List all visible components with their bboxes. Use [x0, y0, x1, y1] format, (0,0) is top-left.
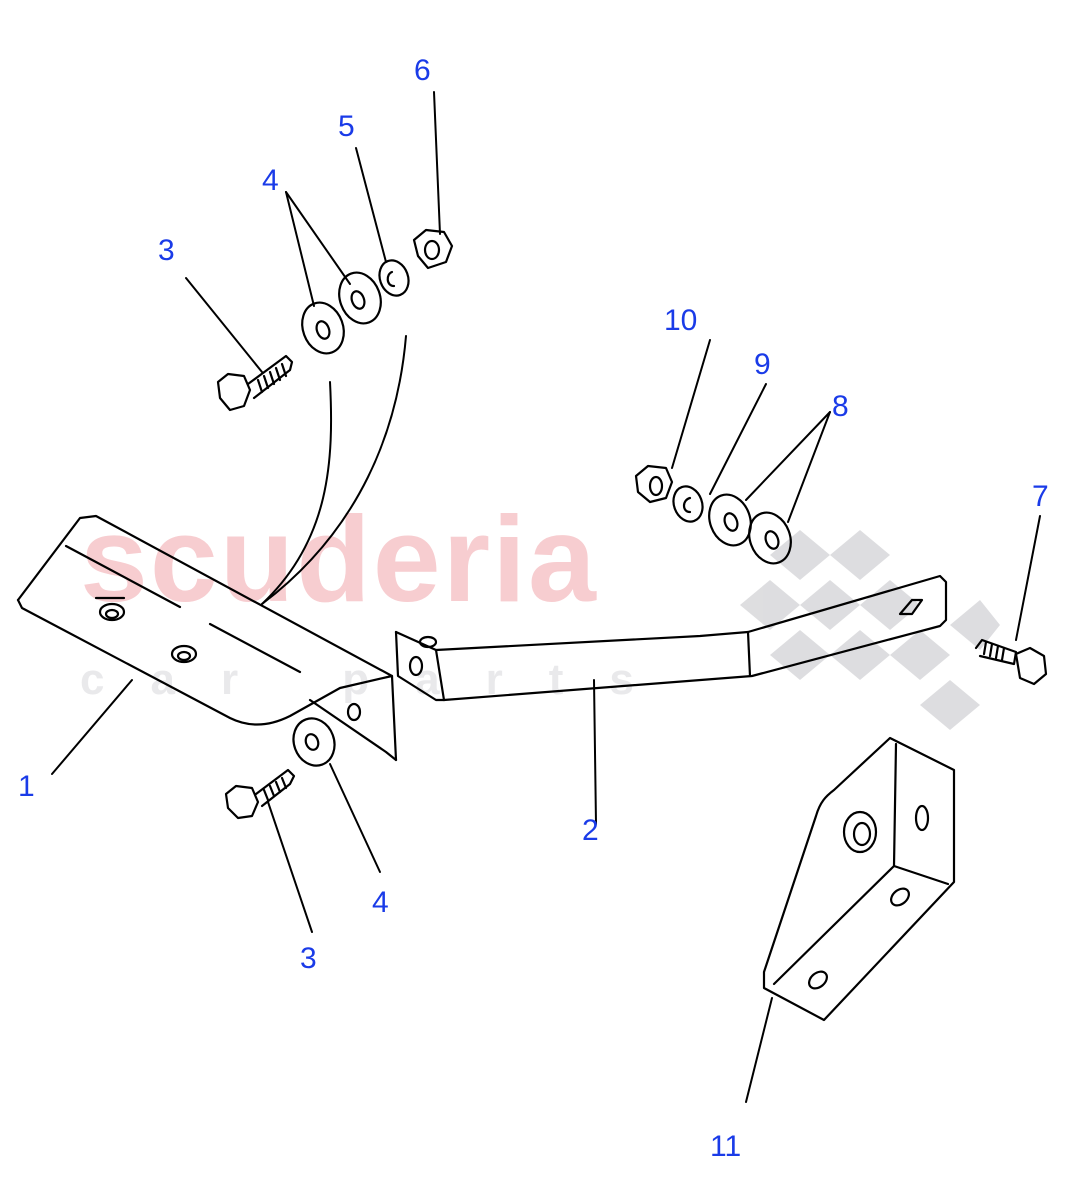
bolt-lower-part [224, 768, 296, 820]
washers-upper-part [301, 271, 382, 355]
spring-washer-upper-part [378, 259, 410, 297]
callout-4-upper[interactable]: 4 [262, 164, 279, 197]
callout-2[interactable]: 2 [582, 814, 599, 847]
washer-lower-part [292, 717, 336, 767]
callout-7[interactable]: 7 [1032, 480, 1049, 513]
callout-9[interactable]: 9 [754, 348, 771, 381]
callout-6[interactable]: 6 [414, 54, 431, 87]
nut-upper-part [412, 228, 454, 270]
callout-5[interactable]: 5 [338, 110, 355, 143]
bolt-upper-part [216, 354, 294, 412]
callout-1[interactable]: 1 [18, 770, 35, 803]
nut-right-part [634, 464, 674, 504]
washers-right-part [708, 493, 792, 565]
spring-washer-right-part [672, 485, 704, 523]
support-strap-part [394, 574, 948, 702]
callout-3-upper[interactable]: 3 [158, 234, 175, 267]
callout-4-lower[interactable]: 4 [372, 886, 389, 919]
callout-11[interactable]: 11 [710, 1130, 742, 1163]
angle-bracket-part [762, 736, 956, 1022]
bracket-left-part [16, 514, 398, 762]
bolt-right-part [974, 638, 1048, 686]
callout-3-lower[interactable]: 3 [300, 942, 317, 975]
callout-10[interactable]: 10 [664, 304, 698, 337]
callout-8[interactable]: 8 [832, 390, 849, 423]
watermark-tagline: car parts [80, 655, 680, 704]
leader-lines [51, 91, 1041, 1103]
